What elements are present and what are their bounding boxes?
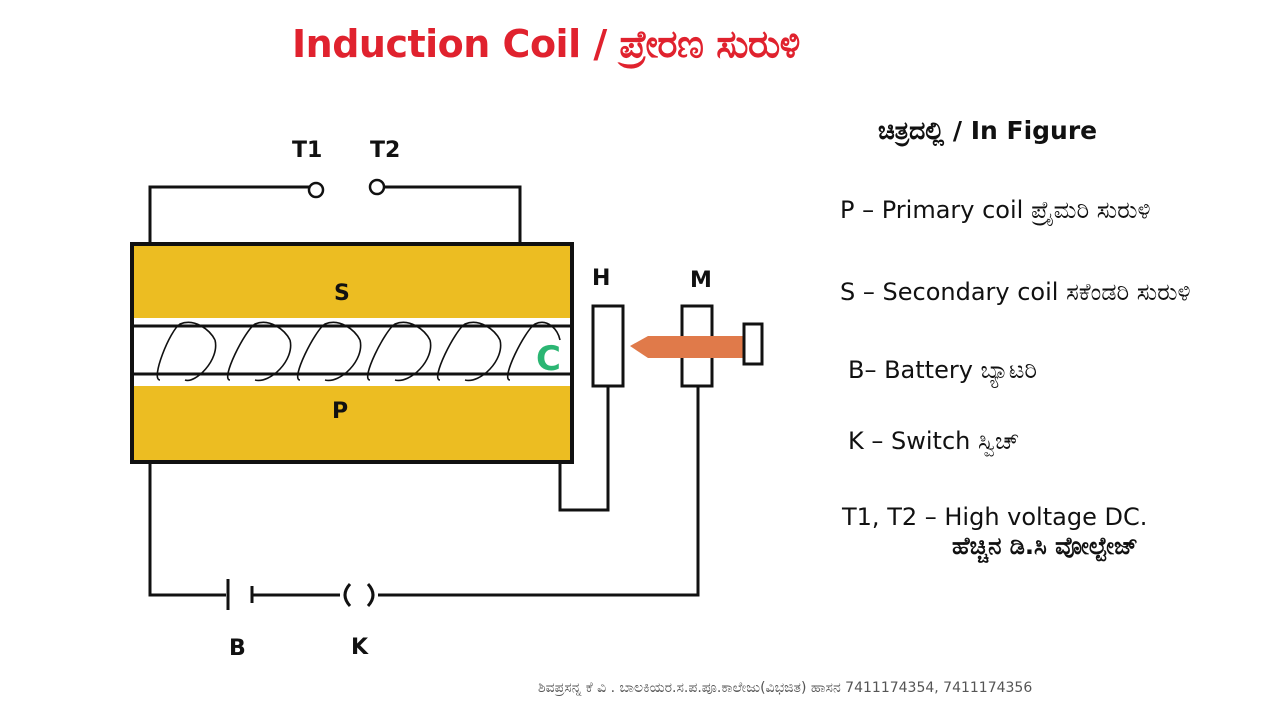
induction-coil-diagram: S P C H M B K T1 T2 — [130, 138, 764, 661]
wire-t2 — [385, 185, 522, 244]
label-t1: T1 — [292, 138, 322, 163]
terminal-t1-node — [307, 181, 325, 199]
label-t2: T2 — [370, 138, 400, 163]
primary-coil — [134, 386, 570, 460]
label-m: M — [690, 268, 712, 293]
screw-head — [742, 322, 764, 366]
key-left — [343, 582, 352, 608]
hammer — [591, 304, 625, 388]
armature-screw — [630, 336, 746, 358]
label-p: P — [332, 399, 348, 424]
wire-hammer — [558, 386, 610, 512]
legend-heading: ಚಿತ್ರದಲ್ಲಿ / In Figure — [878, 116, 1098, 145]
label-s: S — [334, 281, 350, 306]
secondary-coil — [134, 246, 570, 318]
label-b: B — [229, 636, 246, 661]
legend-item-terminals-kannada: ಹೆಚ್ಚಿನ ಡಿ.ಸಿ ವೋಲ್ಟೇಜ್ — [952, 532, 1138, 560]
page-title: Induction Coil / ಪ್ರೇರಣ ಸುರುಳಿ — [292, 22, 800, 66]
label-h: H — [592, 266, 610, 291]
key-right — [366, 582, 375, 608]
legend-item-terminals: T1, T2 – High voltage DC. — [842, 503, 1148, 531]
wire-bottom — [148, 462, 226, 597]
label-k: K — [351, 635, 369, 660]
terminal-t2-node — [368, 178, 386, 196]
wire-to-m — [378, 386, 700, 597]
legend-item-secondary: S – Secondary coil ಸಕೆಂಡರಿ ಸುರುಳಿ — [840, 278, 1191, 306]
label-c: C — [536, 339, 561, 379]
core-winding — [156, 321, 561, 382]
legend-item-primary: P – Primary coil ಪ್ರೈಮರಿ ಸುರುಳಿ — [840, 196, 1151, 224]
legend-item-battery: B– Battery ಬ್ಯಾಟರಿ — [848, 356, 1038, 384]
legend-item-switch: K – Switch ಸ್ವಿಚ್ — [848, 427, 1020, 455]
wire-t1 — [148, 185, 316, 244]
footer-credit: ಶಿವಪ್ರಸನ್ನ ಕೆ ವಿ . ಬಾಲಕಿಯರ.ಸ.ಪ.ಪೂ.ಕಾಲೇಜು… — [538, 680, 1033, 696]
